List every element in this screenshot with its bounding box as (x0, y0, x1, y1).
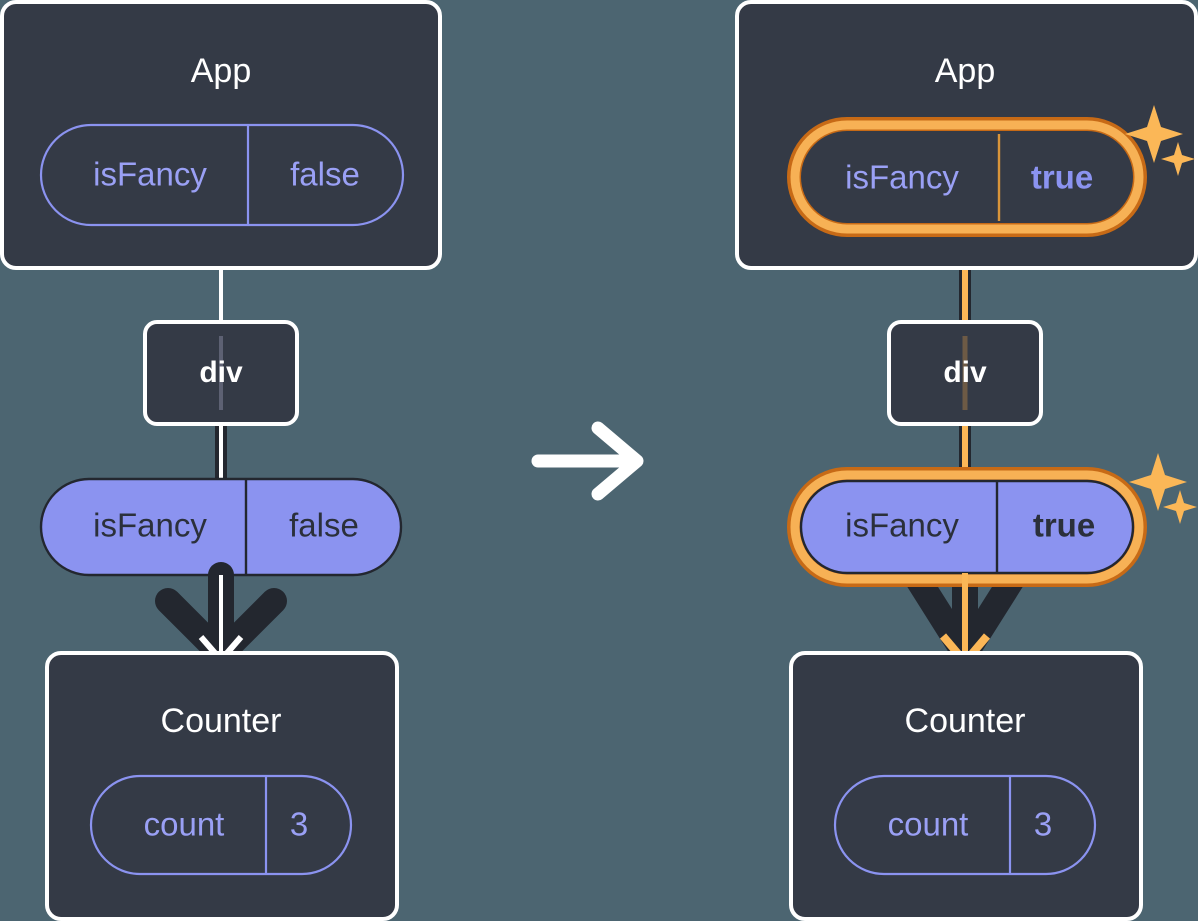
before-counter-pill-value: 3 (290, 806, 308, 843)
after-prop-sparkle-icon (1129, 453, 1197, 524)
after-diagram: App isFancy true (735, 0, 1198, 921)
before-app-pill: isFancy false (39, 123, 405, 227)
before-app-box-border (0, 0, 442, 270)
after-counter-pill-key: count (888, 806, 969, 843)
before-counter-pill-outline (89, 774, 353, 876)
after-app-pill-key: isFancy (845, 159, 959, 196)
after-app-pill: isFancy true (787, 117, 1147, 237)
before-div-label: div (199, 356, 243, 389)
after-app-pill-interior (801, 131, 1133, 223)
after-counter-box-border (789, 651, 1143, 921)
before-counter-pill-key: count (144, 806, 225, 843)
after-counter-pill-value: 3 (1034, 806, 1052, 843)
before-app-title: App (191, 52, 252, 90)
after-app-title: App (935, 52, 996, 90)
before-app-box-fill (2, 2, 440, 268)
before-app-pill-key: isFancy (93, 156, 207, 193)
before-app-pill-value: false (290, 156, 360, 193)
after-app-box-border (735, 0, 1198, 270)
before-counter-box-fill (47, 653, 397, 919)
before-div-box-border (143, 320, 299, 426)
sparkle-large-icon (1125, 105, 1183, 163)
after-div-box-border (887, 320, 1043, 426)
after-counter-node: Counter count 3 (789, 651, 1143, 921)
before-diagram: App isFancy false div isF (0, 0, 442, 921)
before-counter-pill: count 3 (89, 774, 353, 876)
after-counter-pill-outline (833, 774, 1097, 876)
after-prop-pill-value: true (1033, 507, 1095, 544)
transition-arrow-head (591, 421, 644, 501)
after-app-pill-value: true (1031, 159, 1093, 196)
after-counter-title: Counter (905, 702, 1026, 740)
before-prop-pill-key: isFancy (93, 507, 207, 544)
before-counter-box-border (45, 651, 399, 921)
before-counter-node: Counter count 3 (45, 651, 399, 921)
before-counter-title: Counter (161, 702, 282, 740)
before-flow-arrow (155, 562, 287, 667)
before-div-node: div (143, 320, 299, 426)
after-div-label: div (943, 356, 987, 389)
before-app-node: App isFancy false (0, 0, 442, 270)
after-app-node: App isFancy true (735, 0, 1198, 270)
after-prop-pill-key: isFancy (845, 507, 959, 544)
transition-arrow-icon (531, 421, 644, 501)
after-counter-pill: count 3 (833, 774, 1097, 876)
after-app-pill-highlight-inner (790, 120, 1144, 234)
after-counter-box-fill (791, 653, 1141, 919)
sparkle-large-icon-2 (1129, 453, 1187, 511)
before-app-pill-outline (39, 123, 405, 227)
after-app-sparkle-icon (1125, 105, 1195, 176)
after-prop-pill: isFancy true (787, 467, 1147, 587)
sparkle-small-icon-2 (1163, 490, 1197, 524)
before-prop-pill: isFancy false (39, 477, 403, 577)
after-div-node: div (887, 320, 1043, 426)
sparkle-small-icon (1161, 142, 1195, 176)
before-prop-pill-value: false (289, 507, 359, 544)
